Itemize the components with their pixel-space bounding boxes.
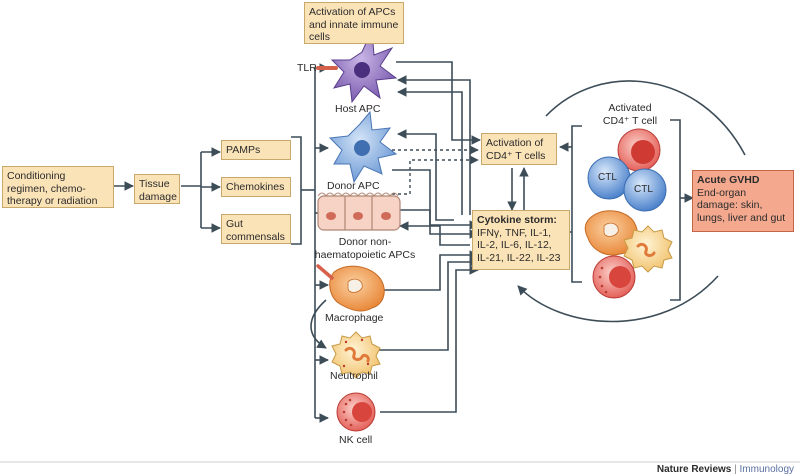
donor-non-haem-label: Donor non-haematopoietic APCs — [300, 236, 430, 261]
chemokines-text: Chemokines — [226, 181, 285, 193]
activation-cd4-box: Activation of CD4⁺ T cells — [481, 133, 557, 165]
activation-apc-text: Activation of APCs and innate immune cel… — [309, 6, 399, 43]
cytokine-storm-box: Cytokine storm: IFNγ, TNF, IL-1, IL-2, I… — [472, 210, 570, 270]
gut-commensals-text: Gut commensals — [226, 218, 285, 243]
ctl-cell-2 — [623, 168, 667, 212]
footer-brand: Nature Reviews — [656, 464, 732, 475]
footer-journal: Immunology — [739, 464, 794, 475]
conditioning-text: Conditioning regimen, chemo- therapy or … — [7, 170, 98, 207]
acute-gvhd-box: Acute GVHD End-organ damage: skin, lungs… — [692, 170, 794, 232]
neutrophil-label: Neutrophil — [330, 370, 378, 382]
donor-apc-label: Donor APC — [327, 180, 380, 192]
activation-apc-box: Activation of APCs and innate immune cel… — [304, 2, 404, 44]
footer-credit: Nature Reviews | Immunology — [657, 464, 794, 476]
tlr-label: TLR — [297, 62, 317, 74]
dashed-arrows — [392, 145, 479, 195]
pamps-box: PAMPs — [221, 140, 291, 160]
ctl-label-1: CTL — [598, 172, 617, 183]
cytokine-storm-title: Cytokine storm: — [477, 214, 557, 226]
chemokines-box: Chemokines — [221, 177, 291, 197]
macrophage-label: Macrophage — [325, 312, 384, 324]
cytokine-storm-list: IFNγ, TNF, IL-1, IL-2, IL-6, IL-12, IL-2… — [477, 226, 561, 264]
host-apc-cell — [316, 28, 398, 104]
host-apc-label: Host APC — [335, 103, 381, 115]
t-cell-cluster — [584, 128, 673, 299]
activated-line1: Activated — [608, 102, 652, 114]
donor-non-haem-line1: Donor non- — [338, 236, 392, 248]
donor-apc-cell — [328, 110, 398, 184]
tissue-damage-box: Tissue damage — [134, 174, 180, 204]
donor-non-haem-line2: haematopoietic APCs — [314, 248, 416, 261]
donor-epithelial-cells — [317, 192, 401, 231]
nk-cell — [336, 392, 376, 432]
pamps-text: PAMPs — [226, 144, 261, 156]
neutrophil-cell — [331, 331, 381, 379]
footer-separator: | — [734, 464, 737, 475]
conditioning-box: Conditioning regimen, chemo- therapy or … — [2, 166, 114, 208]
activated-line2: CD4⁺ T cell — [602, 114, 658, 127]
ctl-label-2: CTL — [634, 184, 653, 195]
tissue-damage-text: Tissue damage — [139, 178, 177, 203]
gut-commensals-box: Gut commensals — [221, 214, 291, 244]
macrophage-cell — [316, 264, 385, 312]
nk-cell-label: NK cell — [339, 434, 373, 446]
activation-cd4-text: Activation of CD4⁺ T cells — [486, 137, 546, 162]
acute-gvhd-title: Acute GVHD — [697, 174, 760, 186]
acute-gvhd-text: End-organ damage: skin, lungs, liver and… — [697, 186, 786, 224]
central-arrows — [376, 61, 746, 413]
